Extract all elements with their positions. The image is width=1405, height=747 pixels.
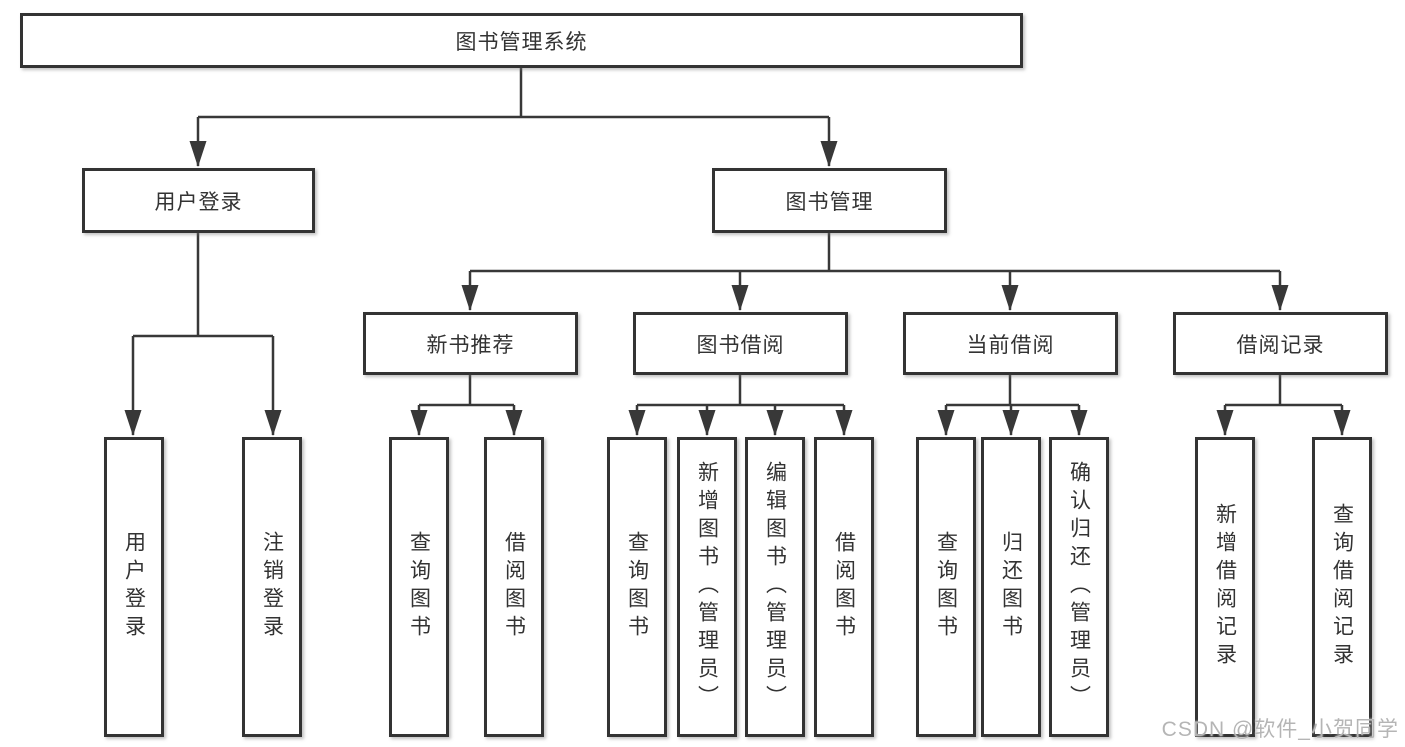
node-borrowing-records: 借阅记录 — [1173, 312, 1388, 375]
leaf-label: 注销登录 — [260, 531, 284, 643]
leaf-label: 查询图书 — [625, 531, 649, 643]
node-book-management-system: 图书管理系统 — [20, 13, 1023, 68]
leaf-label: 新增图书（管理员） — [695, 461, 719, 713]
leaf-confirm-return-admin: 确认归还（管理员） — [1049, 437, 1109, 737]
leaf-label: 查询图书 — [407, 531, 431, 643]
leaf-query-books-newbook: 查询图书 — [389, 437, 449, 737]
leaf-query-borrow-record: 查询借阅记录 — [1312, 437, 1372, 737]
leaf-label: 新增借阅记录 — [1213, 503, 1237, 671]
leaf-label: 借阅图书 — [502, 531, 526, 643]
leaf-label: 查询借阅记录 — [1330, 503, 1354, 671]
leaf-query-books-current: 查询图书 — [916, 437, 976, 737]
leaf-borrow-books-newbook: 借阅图书 — [484, 437, 544, 737]
node-book-management: 图书管理 — [712, 168, 947, 233]
leaf-label: 用户登录 — [122, 531, 146, 643]
leaf-label: 确认归还（管理员） — [1067, 461, 1091, 713]
leaf-user-login: 用户登录 — [104, 437, 164, 737]
leaf-borrow-books-borrow: 借阅图书 — [814, 437, 874, 737]
node-current-borrowing: 当前借阅 — [903, 312, 1118, 375]
leaf-label: 借阅图书 — [832, 531, 856, 643]
leaf-label: 归还图书 — [999, 531, 1023, 643]
node-user-login: 用户登录 — [82, 168, 315, 233]
node-book-borrowing: 图书借阅 — [633, 312, 848, 375]
leaf-add-borrow-record: 新增借阅记录 — [1195, 437, 1255, 737]
leaf-return-books: 归还图书 — [981, 437, 1041, 737]
leaf-query-books-borrow: 查询图书 — [607, 437, 667, 737]
node-new-book-recommend: 新书推荐 — [363, 312, 578, 375]
leaf-label: 编辑图书（管理员） — [763, 461, 787, 713]
csdn-watermark: CSDN @软件_小贺同学 — [1161, 718, 1399, 741]
leaf-logout: 注销登录 — [242, 437, 302, 737]
leaf-edit-books-admin: 编辑图书（管理员） — [745, 437, 805, 737]
leaf-add-books-admin: 新增图书（管理员） — [677, 437, 737, 737]
leaf-label: 查询图书 — [934, 531, 958, 643]
